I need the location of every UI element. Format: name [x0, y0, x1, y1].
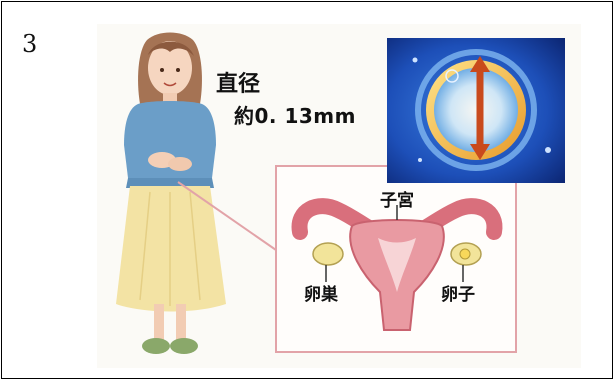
slide-number: 3 — [22, 30, 38, 58]
uterus-diagram — [291, 198, 503, 331]
ovary-label: 卵巣 — [304, 285, 338, 305]
diameter-heading: 直径 — [216, 72, 261, 97]
uterus-label: 子宮 — [380, 191, 414, 211]
woman-figure — [116, 32, 226, 354]
egg-microscope-photo — [387, 38, 565, 183]
diameter-value: 約0. 13mm — [234, 104, 356, 128]
egg-label: 卵子 — [441, 285, 475, 305]
connector-line — [177, 181, 277, 251]
